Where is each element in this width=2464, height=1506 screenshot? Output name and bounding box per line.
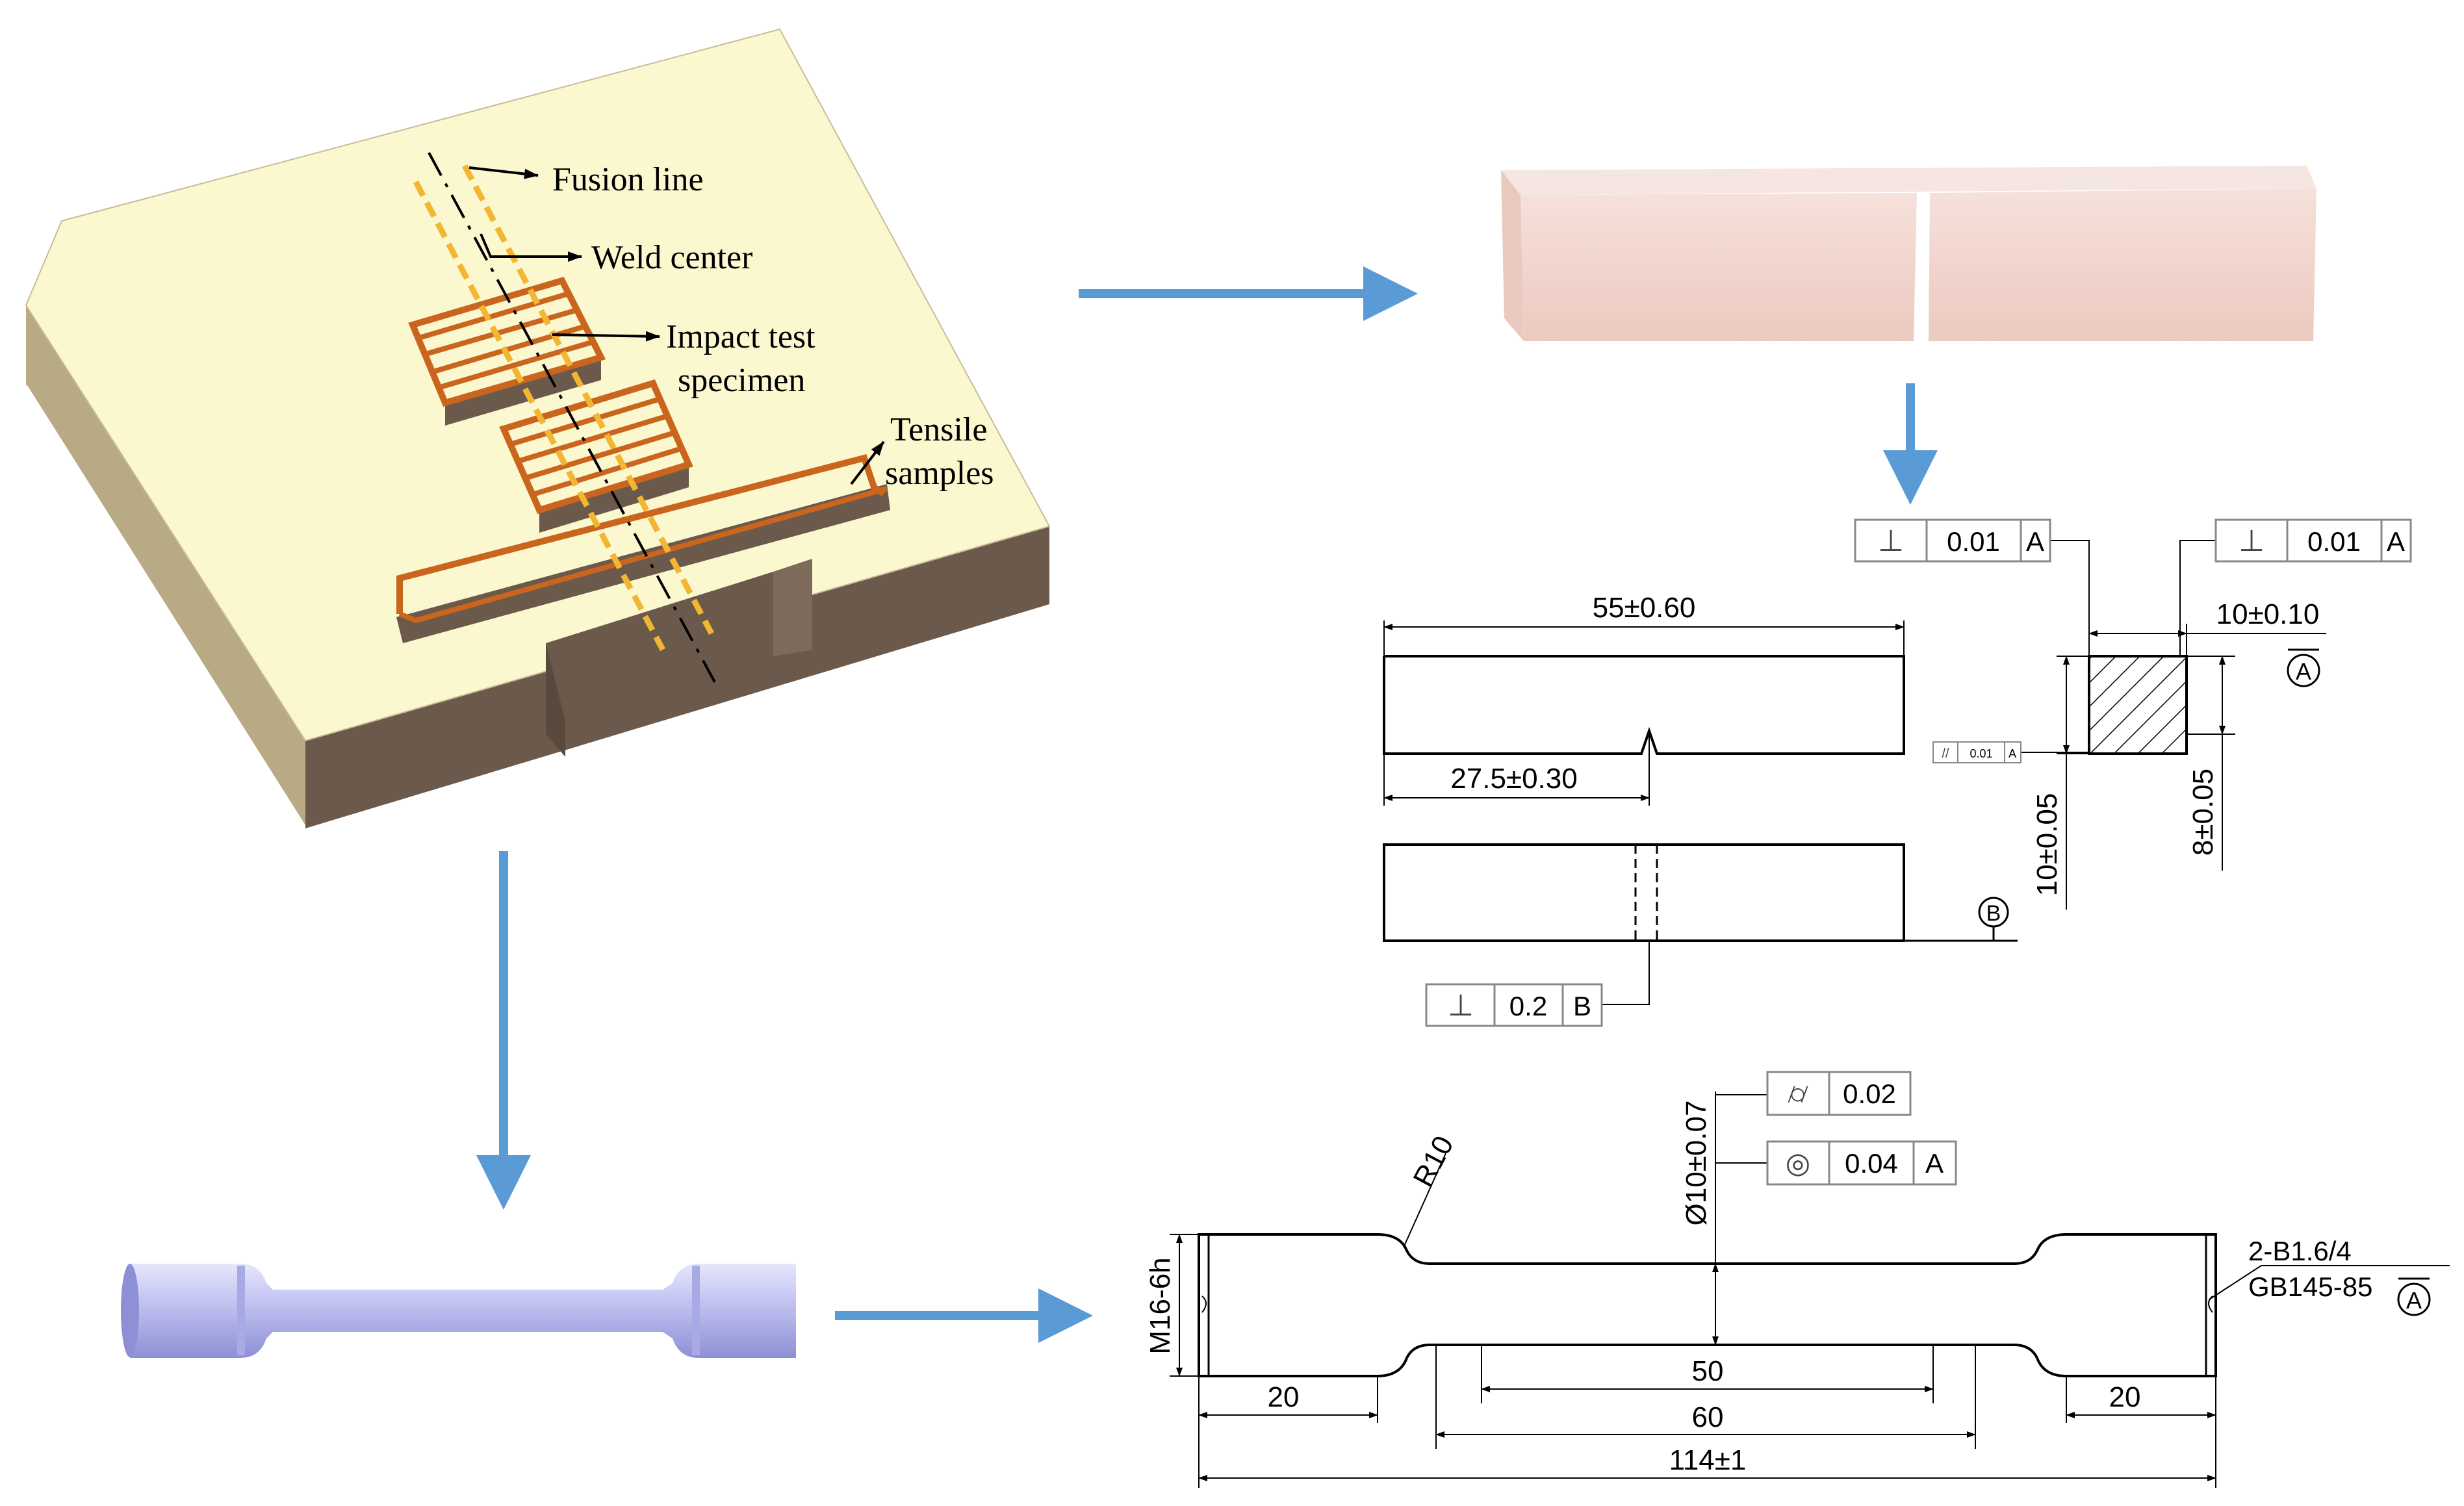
dim-grip-right: 20 [2109,1381,2141,1413]
impact-frame-2 [499,379,693,515]
svg-text:⊥: ⊥ [1878,524,1904,557]
impact-bar-front-left [1521,193,1917,341]
weld-plate: Fusion line Weld center Impact test spec… [25,28,1051,828]
weld-center-line [428,152,716,683]
dim-impact-notch-height: 8±0.05 [2187,769,2219,856]
impact-bar-end [1501,170,1524,341]
impact-front-view [1383,655,1905,755]
impact-specimen-group-2 [499,379,693,533]
dim-parallel: 60 [1692,1401,1724,1433]
fcf-perp-left: ⊥ 0.01 A [1854,518,2051,563]
flow-arrows [476,266,1938,1343]
svg-text:A: A [2008,747,2016,760]
impact-bar-top [1501,166,2316,195]
svg-text:⌭: ⌭ [1788,1078,1808,1110]
dim-thread: M16-6h [1144,1257,1176,1354]
impact-drawing [1383,540,2326,1005]
tensile-sample-outline [396,453,890,643]
dim-radius: R10 [1407,1130,1460,1192]
svg-text://: // [1942,747,1949,761]
datum-b-label: B [1986,901,2001,926]
svg-text:0.02: 0.02 [1843,1078,1896,1109]
fusion-line-left [413,180,665,652]
impact-bar-notch [1917,192,1929,342]
label-impact-2: specimen [678,362,805,399]
dim-total: 114±1 [1669,1444,1747,1476]
tensile-bar-end [121,1264,139,1357]
dim-diameter: Ø10±0.07 [1680,1101,1712,1226]
svg-text:A: A [1925,1148,1944,1179]
impact-dim-texts: 55±0.60 27.5±0.30 10±0.10 10±0.05 8±0.05… [1425,518,2412,1027]
svg-text:0.04: 0.04 [1845,1148,1898,1179]
plate-groove-wall [773,559,812,656]
plate-left-side [26,305,305,825]
datum-a-bubble [2287,654,2320,687]
note-center-hole-1: 2-B1.6/4 [2248,1236,2352,1266]
dim-grip-left: 20 [1268,1381,1300,1413]
impact-frame-1 [408,277,606,407]
svg-text:0.2: 0.2 [1509,991,1547,1021]
tensile-datum-a-bubble [2397,1283,2431,1316]
svg-text:B: B [1573,991,1591,1021]
svg-text:A: A [2387,526,2405,557]
dim-impact-height: 10±0.05 [2031,793,2063,897]
tensile-specimen-3d [121,1264,796,1358]
dim-impact-length: 55±0.60 [1593,592,1696,624]
fcf-perp-b: ⊥ 0.2 B [1425,983,1603,1027]
label-weld-center: Weld center [591,239,752,276]
dim-gauge: 50 [1692,1355,1724,1387]
fcf-cylindricity: ⌭ 0.02 [1766,1071,1912,1116]
tensile-datum-a-label: A [2406,1287,2422,1314]
svg-text:0.01: 0.01 [2307,526,2361,557]
impact-shadow-2 [539,465,689,533]
svg-text:◎: ◎ [1786,1147,1810,1179]
label-tensile-2: samples [885,455,994,492]
svg-text:0.01: 0.01 [1970,747,1992,760]
label-impact-1: Impact test [666,318,815,355]
note-center-hole-2: GB145-85 [2248,1271,2372,1302]
fcf-parallel: // 0.01 A [1932,741,2021,763]
fcf-perp-right: ⊥ 0.01 A [2214,518,2412,563]
impact-specimen-3d [1501,166,2316,342]
impact-section-view [2088,655,2188,755]
svg-text:0.01: 0.01 [1947,526,2000,557]
datum-a-label: A [2296,658,2311,685]
dim-impact-notch: 27.5±0.30 [1450,763,1577,795]
tensile-bar-body [130,1264,796,1358]
label-fusion-line: Fusion line [552,161,704,198]
svg-text:⊥: ⊥ [2239,524,2265,557]
dim-impact-width: 10±0.10 [2216,598,2320,630]
svg-text:A: A [2026,526,2044,557]
label-tensile-1: Tensile [890,411,987,448]
fusion-line-right [462,164,714,635]
plate-groove-left [546,643,565,757]
impact-top-view [1383,843,1905,942]
svg-text:⊥: ⊥ [1448,988,1474,1022]
impact-bar-front-right [1929,188,2316,341]
fcf-concentricity: ◎ 0.04 A [1766,1140,1957,1186]
impact-shadow-1 [445,357,601,426]
tensile-drawing [1170,1091,2450,1488]
